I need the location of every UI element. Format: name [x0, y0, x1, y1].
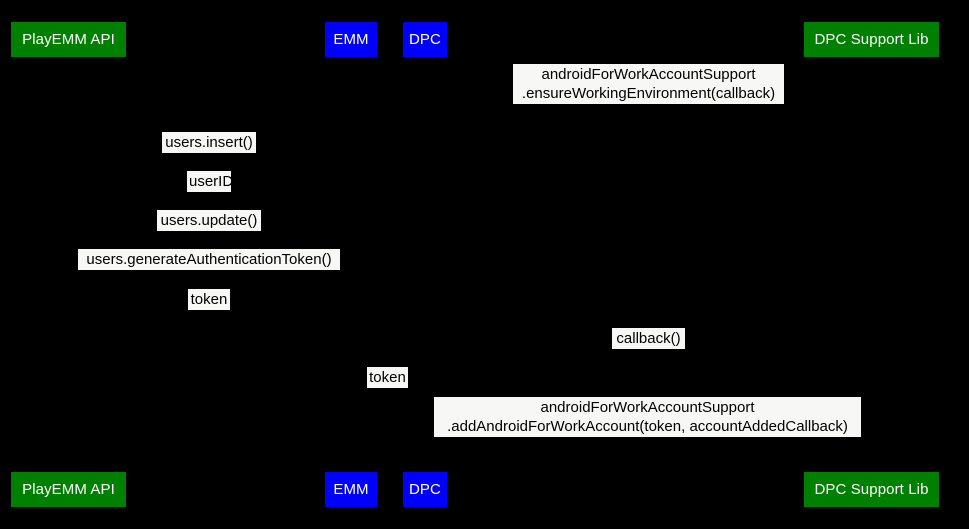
participant-dpc-bottom[interactable]: DPC — [403, 472, 447, 507]
message-line: androidForWorkAccountSupport — [541, 66, 756, 83]
participant-label: PlayEMM API — [22, 31, 115, 48]
message-label-add-android-for-work-account: androidForWorkAccountSupport .addAndroidF… — [434, 397, 861, 437]
message-line: users.generateAuthenticationToken() — [86, 251, 332, 268]
participant-dpcsupportlib-bottom[interactable]: DPC Support Lib — [804, 472, 939, 507]
message-line: users.update() — [160, 212, 258, 229]
participant-label: DPC Support Lib — [814, 31, 929, 48]
message-label-users-update: users.update() — [157, 210, 261, 231]
message-label-callback: callback() — [612, 328, 685, 349]
lifeline-dpcsupportlib — [871, 57, 872, 472]
message-line: token — [369, 369, 406, 386]
message-label-ensure-working-environment: androidForWorkAccountSupport .ensureWorki… — [513, 64, 784, 104]
participant-emm-top[interactable]: EMM — [325, 22, 377, 57]
message-line: androidForWorkAccountSupport — [540, 399, 755, 416]
lifeline-playemm — [68, 57, 69, 472]
lifeline-emm — [351, 57, 352, 472]
message-line: .ensureWorkingEnvironment(callback) — [521, 85, 776, 102]
participant-dpc-top[interactable]: DPC — [403, 22, 447, 57]
lifeline-dpc — [425, 57, 426, 472]
participant-playemm-bottom[interactable]: PlayEMM API — [11, 472, 126, 507]
message-line: .addAndroidForWorkAccount(token, account… — [447, 418, 848, 435]
participant-label: DPC — [409, 31, 441, 48]
participant-label: EMM — [333, 481, 369, 498]
participant-label: DPC Support Lib — [814, 481, 929, 498]
message-line: callback() — [616, 330, 681, 347]
message-label-users-generate-authentication-token: users.generateAuthenticationToken() — [78, 249, 340, 270]
participant-label: DPC — [409, 481, 441, 498]
participant-dpcsupportlib-top[interactable]: DPC Support Lib — [804, 22, 939, 57]
message-label-users-insert: users.insert() — [162, 132, 256, 153]
message-line: token — [190, 291, 228, 308]
participant-playemm-top[interactable]: PlayEMM API — [11, 22, 126, 57]
message-line: users.insert() — [165, 134, 253, 151]
message-line: userID — [189, 173, 234, 190]
participant-emm-bottom[interactable]: EMM — [325, 472, 377, 507]
participant-label: EMM — [333, 31, 369, 48]
message-label-token-to-emm: token — [188, 289, 230, 310]
message-label-token-to-dpc: token — [367, 367, 408, 388]
message-label-user-id: userID — [187, 171, 234, 192]
participant-label: PlayEMM API — [22, 481, 115, 498]
